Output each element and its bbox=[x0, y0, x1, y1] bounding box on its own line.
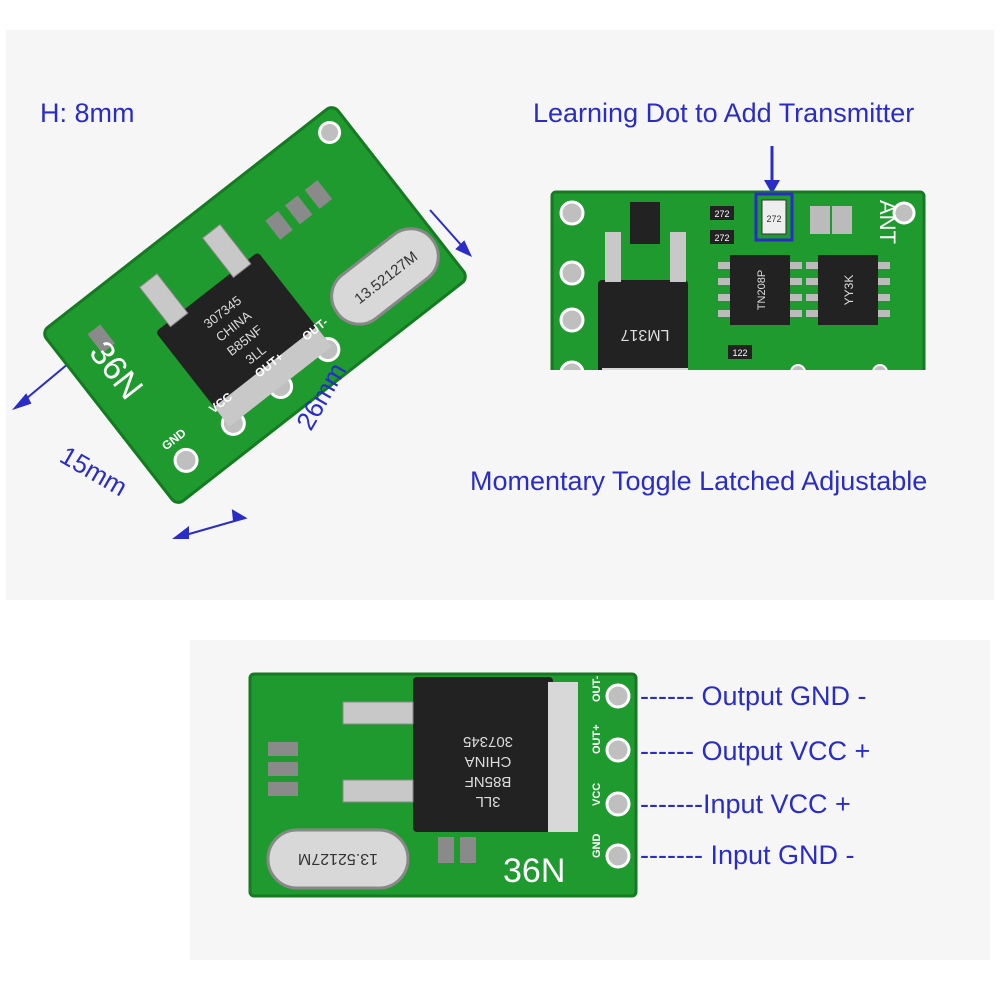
crystal-text: 13.52127M bbox=[298, 850, 378, 867]
ic-chip-2 bbox=[818, 255, 878, 325]
pin-label-vcc: VCC bbox=[591, 783, 603, 806]
lm317-chip bbox=[598, 280, 688, 370]
resistor-code-3: 122 bbox=[732, 348, 747, 358]
regulator-line-4: 3LL bbox=[475, 793, 500, 810]
regulator-line-3: B85NF bbox=[465, 773, 512, 790]
height-label: H: 8mm bbox=[40, 98, 135, 128]
pin-label-output-gnd: ------ Output GND - bbox=[640, 681, 867, 711]
pin-label-gnd: GND bbox=[591, 834, 603, 859]
regulator-chip bbox=[413, 677, 553, 832]
pin-label-input-vcc: -------Input VCC + bbox=[640, 789, 851, 819]
resistor-code-1: 272 bbox=[714, 209, 729, 219]
board-model-text: 36N bbox=[503, 852, 565, 890]
learning-dot-label: Learning Dot to Add Transmitter bbox=[533, 98, 915, 128]
crystal bbox=[266, 828, 410, 890]
regulator-line-1: 307345 bbox=[463, 733, 513, 750]
pin-label-out-minus: OUT- bbox=[591, 675, 603, 702]
board-bottom-photo: 13.52127M 307345 CHINA B85NF 3LL 36N OUT… bbox=[248, 672, 638, 898]
resistor-code-4: 272 bbox=[766, 214, 781, 224]
ic-chip-1 bbox=[730, 255, 790, 325]
ic-chip-1-text: TN208P bbox=[756, 270, 768, 310]
mode-label: Momentary Toggle Latched Adjustable bbox=[470, 466, 928, 496]
ant-label: ANT bbox=[875, 200, 900, 244]
regulator-chip bbox=[157, 253, 328, 421]
pin-label-out-plus: OUT+ bbox=[591, 724, 603, 754]
learning-dot-marker bbox=[754, 192, 794, 242]
ic-chip-2-text: YY3K bbox=[842, 275, 856, 306]
regulator-line-2: CHINA bbox=[465, 753, 512, 770]
board-top-left-photo: 13.52127M 307345 CHINA B85NF 3LL 36N GND… bbox=[11, 106, 473, 539]
pin-label-output-vcc: ------ Output VCC + bbox=[640, 736, 871, 766]
board-top-right-photo: ANT LM317 TN208P YY3K 272 272 122 272 bbox=[550, 146, 926, 370]
crystal bbox=[330, 227, 440, 326]
pin-label-input-gnd: ------- Input GND - bbox=[640, 840, 855, 870]
resistor-code-2: 272 bbox=[714, 233, 729, 243]
lm317-text: LM317 bbox=[620, 326, 669, 343]
